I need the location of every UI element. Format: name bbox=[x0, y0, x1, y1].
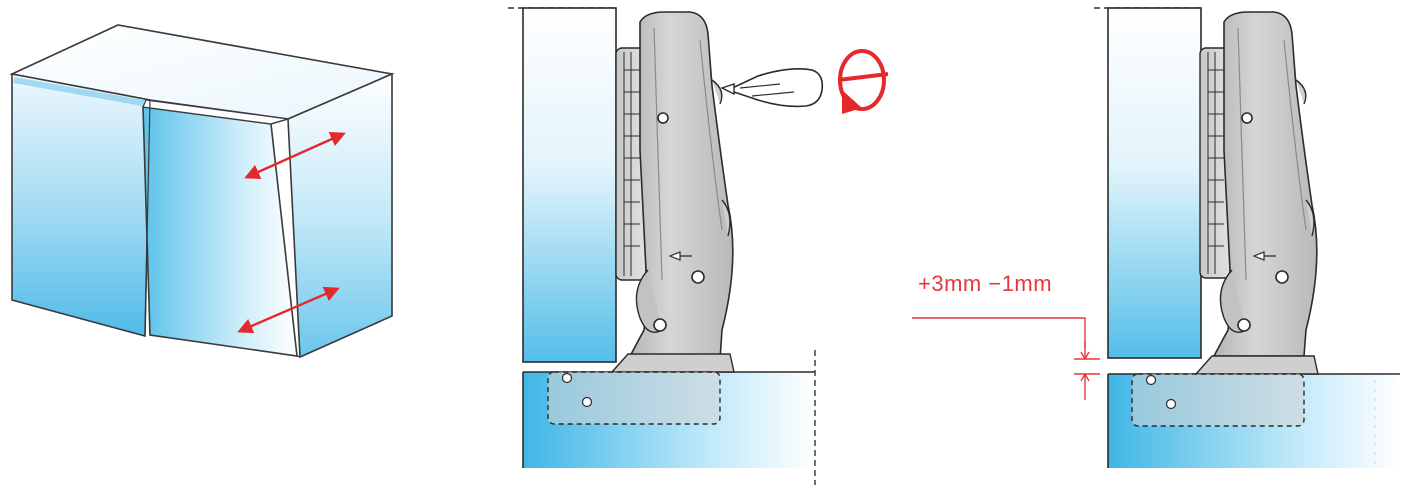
hinge-view-adjusting bbox=[508, 7, 889, 485]
side-panel bbox=[522, 7, 617, 363]
cabinet-isometric bbox=[9, 24, 395, 359]
left-door bbox=[11, 73, 151, 338]
hinge-cup bbox=[1131, 373, 1305, 427]
hinge-cup bbox=[547, 371, 721, 425]
mounting-plate bbox=[1199, 47, 1231, 279]
hinge-view-depth: +3mm −1mm bbox=[912, 7, 1400, 468]
depth-dimension: +3mm −1mm bbox=[912, 271, 1100, 400]
side-panel bbox=[1107, 7, 1202, 359]
double-arrow-icon bbox=[237, 132, 346, 334]
depth-adjustment-label: +3mm −1mm bbox=[918, 271, 1052, 296]
mounting-plate bbox=[615, 47, 647, 281]
right-door bbox=[142, 106, 298, 357]
cabinet-side bbox=[287, 72, 393, 359]
rotate-arrow-icon bbox=[837, 49, 889, 114]
screwdriver-icon bbox=[720, 68, 824, 108]
